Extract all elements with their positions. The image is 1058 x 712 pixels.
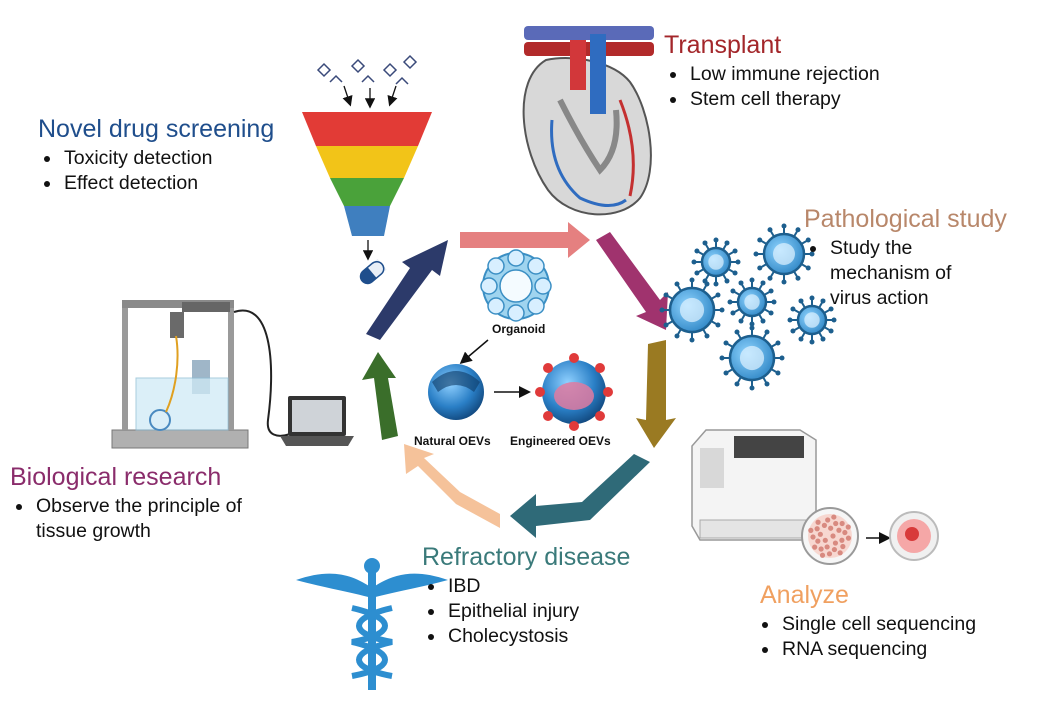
pathological-block: Pathological study Study the mechanism o…: [804, 204, 1044, 311]
pathological-title: Pathological study: [804, 205, 1007, 233]
cycle-arrow-bottom-left: [404, 444, 500, 528]
list-item: IBD: [422, 574, 682, 599]
capsule-icon: [359, 258, 387, 285]
cycle-arrow-lower-right: [510, 454, 650, 538]
transplant-title: Transplant: [664, 31, 782, 59]
list-item: Stem cell therapy: [664, 87, 924, 112]
analyze-list: Single cell sequencing RNA sequencing: [756, 612, 1056, 662]
natural-oev-icon: [428, 364, 484, 420]
refractory-title: Refractory disease: [422, 543, 631, 571]
list-item: Effect detection: [38, 171, 318, 196]
cycle-ring: [362, 222, 676, 538]
biological-list: Observe the principle of tissue growth: [10, 494, 290, 544]
virus-icon: [659, 277, 725, 343]
sequencer-icon: [691, 429, 817, 541]
list-item: Low immune rejection: [664, 62, 924, 87]
list-item: RNA sequencing: [756, 637, 1056, 662]
drug-screening-title: Novel drug screening: [38, 115, 275, 143]
virus-icon: [753, 223, 815, 285]
list-item: Study the mechanism of virus action: [804, 236, 980, 311]
cycle-arrow-upper-right: [596, 232, 668, 330]
list-item: Epithelial injury: [422, 599, 682, 624]
organoid-to-natural-arrow: [459, 339, 489, 364]
cycle-arrow-right: [636, 340, 676, 448]
pathological-list: Study the mechanism of virus action: [804, 236, 1044, 311]
organoid-icon: [480, 249, 552, 322]
engineered-oevs-label: Engineered OEVs: [510, 434, 611, 448]
cycle-arrow-left: [362, 352, 398, 440]
virus-icon: [727, 277, 777, 327]
virus-icon: [787, 295, 837, 345]
list-item: Toxicity detection: [38, 146, 318, 171]
drug-funnel-icon: [302, 54, 432, 261]
biological-block: Biological research Observe the principl…: [10, 462, 290, 544]
virus-cluster: [659, 223, 837, 391]
virus-icon: [719, 325, 785, 391]
cycle-arrow-top: [460, 222, 590, 258]
list-item: Cholecystosis: [422, 624, 682, 649]
cycle-arrow-upper-left: [366, 240, 448, 340]
biological-title: Biological research: [10, 463, 222, 491]
bioprinter-icon: [111, 300, 291, 449]
list-item: Single cell sequencing: [756, 612, 1056, 637]
analyze-block: Analyze Single cell sequencing RNA seque…: [756, 580, 1056, 662]
molecules-icon: [316, 54, 418, 85]
transplant-block: Transplant Low immune rejection Stem cel…: [664, 30, 924, 112]
list-item: Observe the principle of tissue growth: [10, 494, 266, 544]
caduceus-icon: [296, 558, 448, 690]
virus-icon: [691, 237, 741, 287]
transplant-list: Low immune rejection Stem cell therapy: [664, 62, 924, 112]
analyze-title: Analyze: [760, 581, 849, 609]
heart-icon: [522, 26, 654, 216]
engineered-oev-icon: [535, 353, 613, 431]
refractory-block: Refractory disease IBD Epithelial injury…: [422, 542, 682, 649]
laptop-icon: [280, 396, 354, 446]
organoid-label: Organoid: [492, 322, 546, 336]
petri-dish-icon: [801, 507, 859, 565]
cell-icon: [889, 511, 939, 561]
refractory-list: IBD Epithelial injury Cholecystosis: [422, 574, 682, 649]
natural-oevs-label: Natural OEVs: [414, 434, 491, 448]
drug-screening-block: Novel drug screening Toxicity detection …: [38, 114, 318, 196]
drug-screening-list: Toxicity detection Effect detection: [38, 146, 318, 196]
